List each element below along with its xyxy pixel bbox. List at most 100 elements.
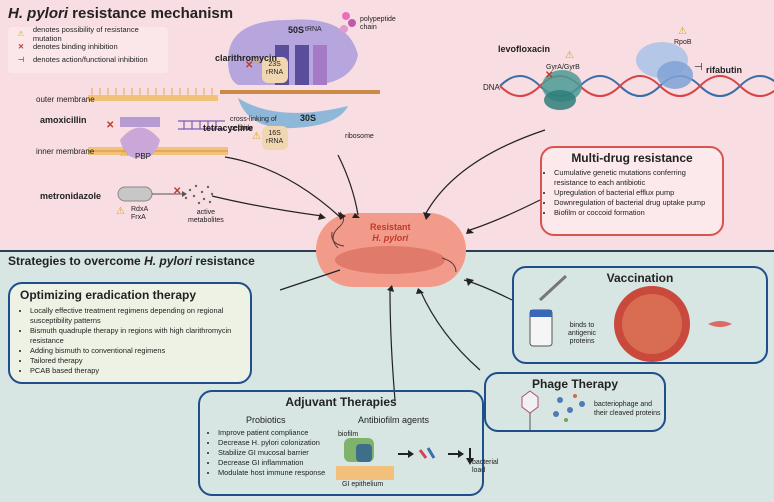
mdr-list: Cumulative genetic mutations conferring … [542,168,718,218]
list-item: Adding bismuth to conventional regimens [30,346,242,356]
list-item: Upregulation of bacterial efflux pump [554,188,718,198]
legend-row: ⊣ denotes action/functional inhibition [8,53,168,66]
trna-label: tRNA [305,26,322,33]
rrna-line2: rRNA [266,69,284,76]
metronidazole-label: metronidazole [40,191,102,201]
amoxicillin-label: amoxicillin [40,115,87,125]
polypeptide-line1: polypeptide [360,16,396,23]
dna-label: DNA [483,83,500,92]
gene-frxa: FrxA [131,214,146,221]
tetracycline-label: tetracycline [203,123,254,133]
rpob-label: RpoB [674,39,692,46]
30s-label: 30S [300,113,317,123]
inhibit-icon: ⊣ [17,55,25,64]
list-item: Decrease H. pylori colonization [218,438,346,448]
epithelium-label: GI epithelium [342,481,384,488]
optimizing-box: Optimizing eradication therapy Locally e… [8,282,252,384]
cleaved-proteins-icon [553,394,585,422]
center-line2: H. pylori [372,233,409,243]
binds-line2: antigenic [568,330,597,337]
adjuvant-title: Adjuvant Therapies [285,395,397,409]
legend-text: denotes binding inhibition [33,42,118,51]
metronidazole-pill-icon [117,184,214,205]
gyr-label: GyrA/GyrB [546,64,580,71]
inner-membrane-label: inner membrane [36,147,95,156]
bottom-title-prefix: Strategies to overcome [8,254,145,268]
binds-line1: binds to [569,322,595,329]
vaccination-box: Vaccination [512,266,768,364]
outer-membrane-icon [88,88,218,101]
inhibit-icon: ⊣ [694,62,703,73]
list-item: Decrease GI inflammation [218,458,346,468]
rrna-line2: rRNA [266,138,284,145]
cross-icon: ✕ [106,120,115,131]
bacterial-load-line1: bacterial [472,459,499,466]
crosslink-label: cross-linking of peptide [230,116,277,132]
gyrase-icon [542,70,582,110]
pbp-label: PBP [135,152,152,161]
antibiofilm-heading: Antibiofilm agents [358,415,430,425]
list-item: Modulate host immune response [218,468,346,478]
legend: ⚠denotes possibility of resistance mutat… [8,25,168,73]
ribosome-icon [220,12,380,129]
outer-membrane-label: outer membrane [36,95,95,104]
warning-icon: ⚠ [565,50,574,61]
16s-rrna-icon [262,126,288,150]
legend-row: ⚠denotes possibility of resistance mutat… [8,25,168,43]
vaccination-title: Vaccination [606,271,674,285]
center-line1: Resistant [370,222,411,232]
title-rest: resistance mechanism [68,5,234,22]
optimizing-title: Optimizing eradication therapy [20,288,197,302]
gene-labels: RdxA FrxA [131,206,148,222]
bottom-title: Strategies to overcome H. pylori resista… [8,254,255,268]
list-item: Locally effective treatment regimens dep… [30,306,242,326]
levofloxacin-label: levofloxacin [498,44,551,54]
metabolites-line1: active [196,209,216,216]
list-item: Improve patient compliance [218,428,346,438]
rrna-line1: 23S [268,61,281,68]
warning-icon: ⚠ [252,131,261,142]
polypeptide-line2: chain [360,24,377,31]
list-item: Stabilize GI mucosal barrier [218,448,346,458]
phage-title: Phage Therapy [531,377,619,391]
bottom-title-rest: resistance [192,254,255,268]
cross-icon: ✕ [173,186,182,197]
vaccinated-cell-icon [614,286,690,362]
cross-icon: ✕ [17,42,25,51]
metabolites-line2: metabolites [188,217,224,224]
title-species: H. pylori [8,5,69,22]
center-label: Resistant H. pylori [370,222,411,244]
metabolites-label: active metabolites [188,209,224,225]
23s-rrna-label: 23S rRNA [266,61,283,77]
bacterial-load-label: bacterial load [472,459,498,475]
adjuvant-box: Adjuvant Therapies [198,390,484,496]
mdr-title: Multi-drug resistance [571,151,693,165]
ribosome-label: ribosome [345,133,374,140]
polypeptide-label: polypeptide chain [360,16,396,32]
bacterium-body-icon [335,246,445,274]
bacterial-load-line2: load [472,467,486,474]
biofilm-label: biofilm [338,431,359,438]
inner-membrane-icon [88,147,228,155]
pbp-protein-icon [120,117,160,159]
phage-box: Phage Therapy [484,372,666,432]
probiotics-heading: Probiotics [246,415,286,425]
legend-row: ✕ denotes binding inhibition [8,40,168,53]
biofilm-illustration [336,438,474,480]
cross-icon: ✕ [245,60,254,71]
small-bacterium-icon [708,321,732,327]
bottom-title-species: H. pylori [144,254,193,268]
optimizing-list: Locally effective treatment regimens dep… [18,306,242,376]
warning-icon: ⚠ [116,206,125,217]
legend-text: denotes action/functional inhibition [33,55,148,64]
list-item: Downregulation of bacterial drug uptake … [554,198,718,208]
phage-desc-line2: their cleaved proteins [594,410,661,417]
warning-icon: ⚠ [252,56,261,67]
binds-line3: proteins [569,338,595,345]
warning-icon: ⚠ [120,148,129,159]
warning-icon: ⚠ [678,26,687,37]
list-item: Biofilm or coccoid formation [554,208,718,218]
list-item: Cumulative genetic mutations conferring … [554,168,718,188]
vaccine-vial-icon [529,274,568,347]
